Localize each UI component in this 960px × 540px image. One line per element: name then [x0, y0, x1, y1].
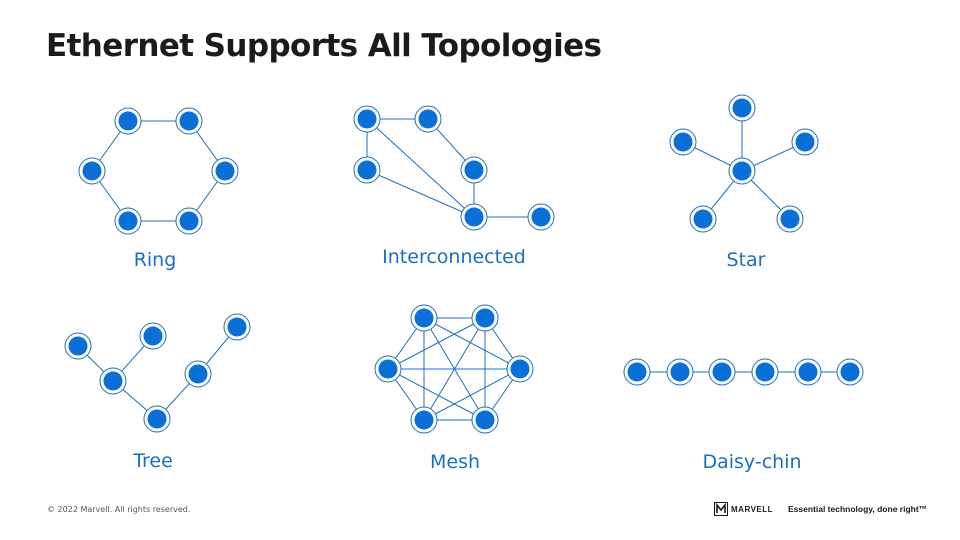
node-core	[414, 410, 434, 430]
node-core	[147, 409, 167, 429]
network-node	[139, 322, 167, 350]
slide-title: Ethernet Supports All Topologies	[46, 28, 602, 64]
network-node	[211, 157, 239, 185]
network-node	[64, 332, 92, 360]
node-core	[68, 336, 88, 356]
network-node	[143, 405, 171, 433]
node-core	[103, 371, 123, 391]
network-node	[175, 107, 203, 135]
network-node	[728, 94, 756, 122]
node-core	[755, 362, 775, 382]
node-core	[798, 362, 818, 382]
link-line	[387, 368, 486, 421]
node-core	[627, 362, 647, 382]
label-mesh: Mesh	[430, 451, 480, 473]
node-core	[732, 161, 752, 181]
network-node	[728, 157, 756, 185]
network-node	[410, 304, 438, 332]
node-core	[357, 109, 377, 129]
network-node	[471, 406, 499, 434]
link-line	[366, 169, 475, 218]
brand-tagline: Essential technology, done right™	[788, 504, 928, 514]
network-node	[669, 128, 697, 156]
node-core	[510, 359, 530, 379]
topology-star	[669, 94, 819, 233]
network-node	[374, 355, 402, 383]
node-core	[179, 211, 199, 231]
topology-interconnected	[353, 105, 555, 231]
topology-ring	[78, 107, 239, 235]
link-line	[387, 317, 486, 370]
network-node	[114, 107, 142, 135]
node-core	[795, 132, 815, 152]
network-node	[114, 207, 142, 235]
brand-name: MARVELL	[731, 504, 774, 514]
network-node	[410, 406, 438, 434]
network-node	[460, 203, 488, 231]
network-node	[836, 358, 864, 386]
node-core	[693, 209, 713, 229]
topology-daisy-chain	[623, 358, 864, 386]
network-node	[99, 367, 127, 395]
network-node	[223, 313, 251, 341]
network-node	[353, 156, 381, 184]
network-node	[414, 105, 442, 133]
network-node	[794, 358, 822, 386]
node-core	[82, 161, 102, 181]
node-core	[215, 161, 235, 181]
topology-mesh	[374, 304, 534, 434]
network-node	[184, 360, 212, 388]
network-node	[791, 128, 819, 156]
link-line	[423, 317, 521, 370]
network-node	[78, 157, 106, 185]
brand-logo: MARVELL	[714, 502, 773, 516]
node-core	[118, 111, 138, 131]
network-node	[666, 358, 694, 386]
label-tree: Tree	[132, 450, 173, 472]
link-line	[423, 368, 521, 421]
network-node	[527, 203, 555, 231]
node-core	[179, 111, 199, 131]
node-core	[780, 209, 800, 229]
network-node	[751, 358, 779, 386]
node-core	[670, 362, 690, 382]
network-node	[623, 358, 651, 386]
link-line	[366, 118, 475, 218]
node-core	[475, 308, 495, 328]
node-core	[418, 109, 438, 129]
node-core	[464, 207, 484, 227]
network-node	[689, 205, 717, 233]
network-node	[708, 358, 736, 386]
network-node	[175, 207, 203, 235]
node-core	[712, 362, 732, 382]
topology-tree	[64, 313, 251, 433]
label-interconnected: Interconnected	[382, 246, 526, 268]
node-core	[378, 359, 398, 379]
node-core	[840, 362, 860, 382]
network-node	[776, 205, 804, 233]
network-node	[506, 355, 534, 383]
marvell-logo-icon	[714, 502, 728, 516]
node-core	[188, 364, 208, 384]
network-node	[353, 105, 381, 133]
node-core	[464, 160, 484, 180]
node-core	[143, 326, 163, 346]
node-core	[475, 410, 495, 430]
node-core	[673, 132, 693, 152]
network-node	[460, 156, 488, 184]
node-core	[227, 317, 247, 337]
node-core	[414, 308, 434, 328]
label-daisy-chin: Daisy-chin	[702, 451, 801, 473]
network-node	[471, 304, 499, 332]
node-core	[732, 98, 752, 118]
label-ring: Ring	[134, 249, 177, 271]
copyright-text: © 2022 Marvell. All rights reserved.	[47, 505, 191, 514]
node-core	[118, 211, 138, 231]
node-core	[357, 160, 377, 180]
label-star: Star	[727, 249, 766, 271]
node-core	[531, 207, 551, 227]
